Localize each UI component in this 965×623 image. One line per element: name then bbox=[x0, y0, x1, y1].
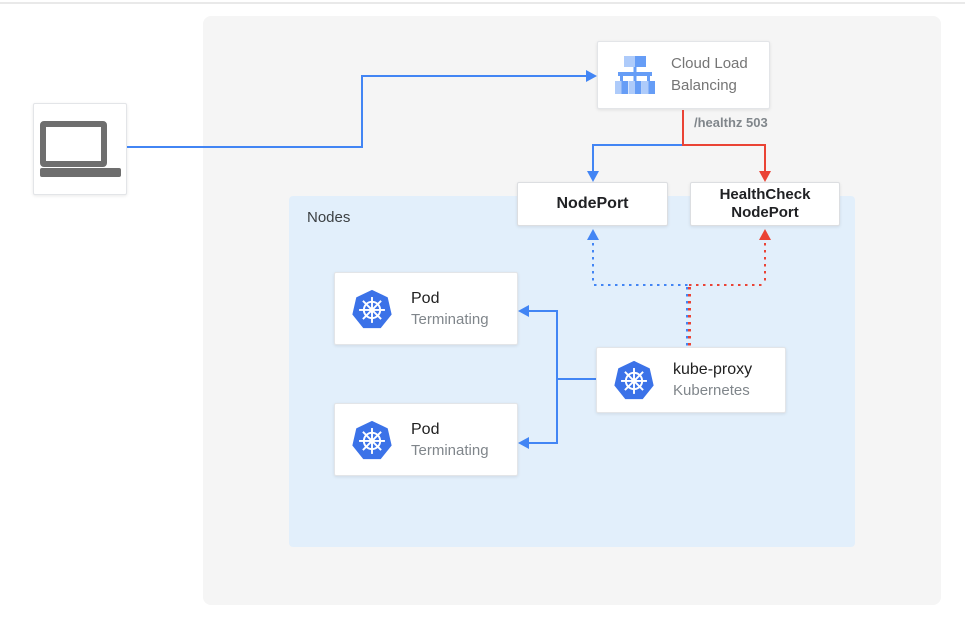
cloud-load-balancing-node: Cloud Load Balancing bbox=[597, 41, 770, 109]
kubernetes-icon bbox=[614, 360, 654, 400]
nodes-group-label: Nodes bbox=[307, 209, 351, 226]
kube-proxy-node: kube-proxy Kubernetes bbox=[596, 347, 786, 413]
healthz-status-label: /healthz 503 bbox=[694, 115, 768, 130]
pod1-node: Pod Terminating bbox=[334, 272, 518, 345]
kubeproxy-to-pod1-line bbox=[529, 310, 558, 312]
kubernetes-icon bbox=[352, 420, 392, 459]
kube-proxy-title: kube-proxy bbox=[673, 361, 753, 378]
clb-to-healthcheck-arrow bbox=[759, 171, 771, 182]
pod2-status: Terminating bbox=[411, 441, 489, 459]
kubeproxy-to-pods-line bbox=[556, 311, 558, 444]
top-divider bbox=[0, 2, 965, 4]
healthcheck-nodeport-label: HealthCheck NodePort bbox=[719, 186, 811, 221]
pod1-status: Terminating bbox=[411, 310, 489, 328]
pod2-node: Pod Terminating bbox=[334, 403, 518, 476]
kubeproxy-to-pod2-line bbox=[529, 442, 558, 444]
clb-to-healthcheck-line bbox=[682, 144, 766, 146]
kubeproxy-dotted-trunk-blue bbox=[685, 285, 688, 347]
kubernetes-icon bbox=[352, 289, 392, 328]
kubeproxy-to-pod2-arrow bbox=[518, 437, 529, 449]
healthcheck-nodeport-node: HealthCheck NodePort bbox=[690, 182, 840, 226]
client-node bbox=[33, 103, 127, 195]
load-balancer-icon bbox=[615, 56, 655, 94]
kubeproxy-to-pod1-arrow bbox=[518, 305, 529, 317]
kubeproxy-to-pods-line bbox=[558, 378, 596, 380]
kubeproxy-dotted-trunk-red bbox=[688, 285, 691, 347]
healthcheck-traffic-line bbox=[682, 110, 684, 146]
kubeproxy-to-nodeport-arrow bbox=[587, 229, 599, 240]
kube-proxy-subtitle: Kubernetes bbox=[673, 382, 750, 399]
clb-to-healthcheck-line bbox=[764, 144, 766, 172]
clb-to-nodeport-line bbox=[592, 144, 594, 172]
clb-to-nodeport-line bbox=[592, 144, 684, 146]
clb-to-nodeport-arrow bbox=[587, 171, 599, 182]
client-traffic-line bbox=[361, 75, 587, 77]
client-to-clb-arrow bbox=[586, 70, 597, 82]
kubeproxy-to-nodeport-dotted-line bbox=[592, 283, 688, 286]
nodeport-node: NodePort bbox=[517, 182, 668, 226]
pod2-title: Pod bbox=[411, 420, 440, 438]
pod1-title: Pod bbox=[411, 289, 440, 307]
client-traffic-line bbox=[127, 146, 363, 148]
kubeproxy-to-healthcheck-dotted-line bbox=[687, 283, 766, 286]
kubeproxy-to-healthcheck-dotted-line bbox=[763, 241, 766, 285]
kubeproxy-to-healthcheck-arrow bbox=[759, 229, 771, 240]
cloud-load-balancing-label: Cloud Load Balancing bbox=[671, 55, 748, 94]
laptop-icon bbox=[39, 121, 121, 177]
kubeproxy-to-nodeport-dotted-line bbox=[591, 241, 594, 285]
nodeport-label: NodePort bbox=[556, 195, 629, 212]
client-traffic-line bbox=[361, 75, 363, 148]
